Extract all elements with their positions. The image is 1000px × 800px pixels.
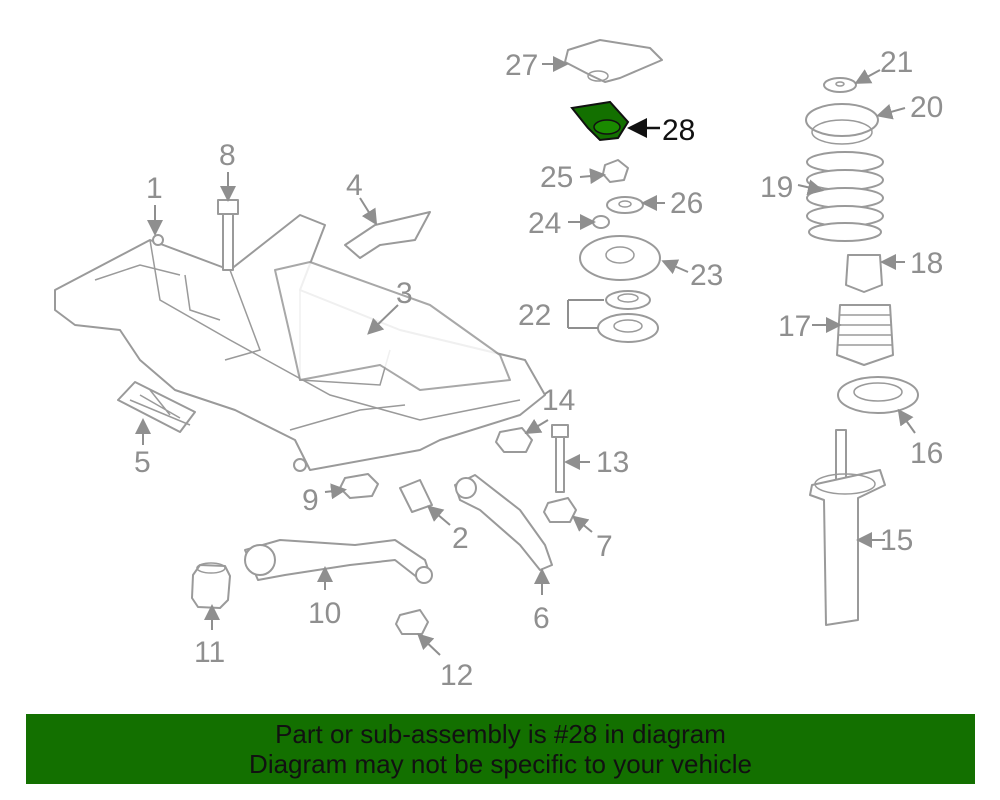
part-10-control-arm	[244, 539, 433, 584]
part-2-bushing	[399, 479, 433, 513]
part-21-washer	[823, 77, 857, 93]
part-22-bearing-upper	[605, 290, 651, 310]
callout-13: 13	[596, 446, 629, 479]
part-19-coil-spring	[806, 151, 884, 242]
callout-12: 12	[440, 659, 473, 692]
callout-20: 20	[910, 91, 943, 124]
part-6-tension-strut	[454, 474, 553, 571]
part-24-nut	[592, 215, 610, 229]
callout-18: 18	[910, 247, 943, 280]
part-4-bracket	[344, 211, 431, 259]
part-13-bolt	[551, 424, 569, 493]
part-25-nut	[602, 159, 629, 183]
parts-diagram: 1 2 3 4 5 6 7 8 9 10 11 12 13 14 15 16 1…	[54, 39, 943, 692]
part-28-cover-highlighted	[570, 100, 630, 142]
callout-22: 22	[518, 299, 551, 332]
part-12-nut	[395, 609, 429, 635]
callout-28-highlighted: 28	[662, 114, 695, 147]
callout-7: 7	[596, 530, 613, 563]
part-23-strut-mount	[579, 235, 661, 281]
callout-27: 27	[505, 49, 538, 82]
part-8-bolt	[217, 199, 239, 271]
part-22-bearing-lower	[597, 313, 659, 343]
callout-19: 19	[760, 171, 793, 204]
part-18-bump-stop	[845, 254, 883, 293]
callout-16: 16	[910, 437, 943, 470]
callout-14: 14	[542, 384, 575, 417]
part-9-nut	[339, 473, 379, 499]
callout-3: 3	[396, 277, 413, 310]
leader-lines	[135, 56, 916, 656]
callout-23: 23	[690, 259, 723, 292]
callout-15: 15	[880, 524, 913, 557]
callout-8: 8	[219, 139, 236, 172]
part-20-spring-seat	[805, 103, 879, 145]
part-3-plate	[274, 261, 511, 391]
banner-part-notice: Part or sub-assembly is #28 in diagram	[275, 719, 726, 749]
part-17-boot	[836, 304, 894, 366]
part-7-nut	[543, 497, 577, 523]
callout-1: 1	[146, 172, 163, 205]
callout-labels: 1 2 3 4 5 6 7 8 9 10 11 12 13 14 15 16 1…	[134, 46, 943, 692]
part-11-bushing	[191, 562, 231, 609]
callout-10: 10	[308, 597, 341, 630]
callout-21: 21	[880, 46, 913, 79]
callout-4: 4	[346, 169, 363, 202]
callout-26: 26	[670, 187, 703, 220]
part-14-nut	[495, 427, 533, 453]
callout-24: 24	[528, 207, 561, 240]
banner-disclaimer: Diagram may not be specific to your vehi…	[249, 749, 752, 779]
part-27-support-plate	[564, 39, 663, 83]
callout-5: 5	[134, 446, 151, 479]
callout-6: 6	[533, 602, 550, 635]
part-26-washer	[606, 196, 644, 214]
callout-25: 25	[540, 161, 573, 194]
callout-9: 9	[302, 484, 319, 517]
part-15-shock-absorber	[809, 429, 886, 626]
notice-banner: Part or sub-assembly is #28 in diagram D…	[26, 714, 975, 784]
callout-2: 2	[452, 522, 469, 555]
callout-11: 11	[194, 636, 225, 669]
callout-17: 17	[778, 310, 811, 343]
part-16-lower-seat	[837, 376, 919, 414]
part-5-guide	[117, 381, 196, 433]
